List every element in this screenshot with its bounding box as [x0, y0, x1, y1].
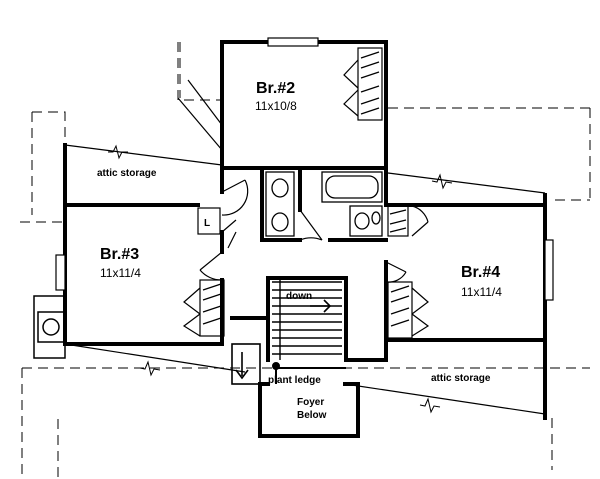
room-name-br2: Br.#2	[256, 80, 295, 97]
attic-storage-right-label: attic storage	[431, 373, 491, 384]
room-size-br4: 11x11/4	[461, 285, 502, 299]
foyer-below-label: Below	[297, 410, 327, 421]
linen-closet-label: L	[204, 218, 210, 229]
roof-slope-lines	[64, 79, 546, 415]
down-arrow-icon	[231, 343, 261, 385]
stair-down-label: down	[286, 291, 312, 302]
door-swings	[199, 179, 429, 283]
foyer-label: Foyer	[297, 397, 324, 408]
plant-ledge-label: plant ledge	[268, 375, 321, 386]
windows	[55, 37, 554, 301]
stair-direction-arrow	[310, 299, 332, 313]
chimney	[33, 295, 66, 359]
walls	[63, 40, 547, 438]
room-size-br2: 11x10/8	[255, 99, 297, 113]
break-marks	[108, 144, 453, 414]
bath-fixtures	[265, 171, 383, 237]
plant-ledge-rail	[272, 362, 346, 384]
room-name-br3: Br.#3	[100, 246, 139, 263]
closets	[182, 47, 430, 339]
room-name-br4: Br.#4	[461, 264, 500, 281]
attic-storage-left-label: attic storage	[97, 168, 157, 179]
room-size-br3: 11x11/4	[100, 266, 141, 280]
